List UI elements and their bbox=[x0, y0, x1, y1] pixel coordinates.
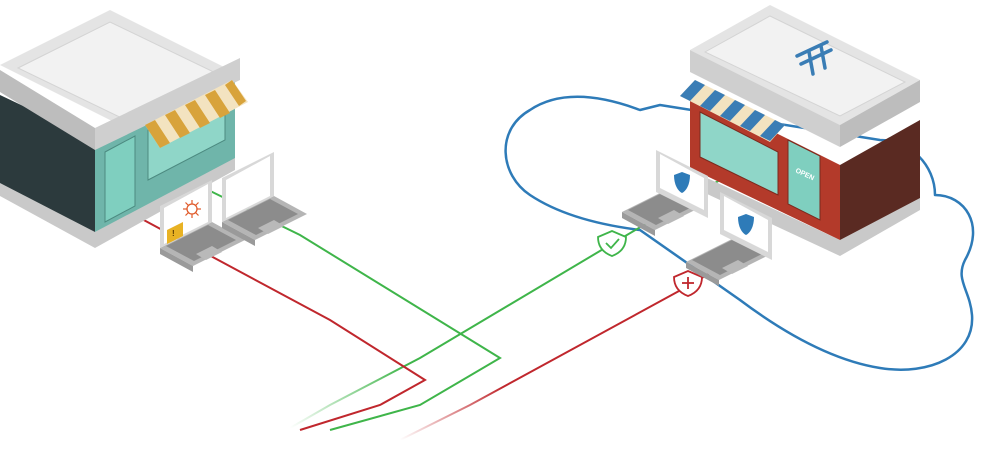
shield-icon bbox=[738, 214, 754, 235]
right-store-door: OPEN bbox=[787, 139, 821, 221]
left-store-awning bbox=[145, 80, 248, 148]
compromised-connection-right bbox=[399, 284, 691, 441]
right-store: OPEN bbox=[680, 5, 920, 256]
compromised-connection-left bbox=[139, 217, 427, 431]
clean-connection-right bbox=[289, 244, 611, 429]
left-store-door bbox=[104, 135, 136, 223]
brand-logo bbox=[795, 40, 833, 76]
right-store-window bbox=[699, 111, 779, 196]
laptop-infected: ! bbox=[160, 180, 245, 272]
svg-text:!: ! bbox=[172, 229, 175, 238]
laptop-protected-1 bbox=[622, 150, 708, 236]
left-store bbox=[0, 10, 248, 248]
laptop-clean-left bbox=[222, 152, 307, 246]
shield-cross-icon bbox=[673, 270, 703, 297]
shield-check-icon bbox=[597, 230, 627, 257]
shield-icon bbox=[674, 172, 690, 193]
cloud-icon bbox=[504, 95, 975, 371]
right-store-awning bbox=[680, 80, 785, 142]
laptop-protected-2 bbox=[686, 192, 772, 286]
virus-icon bbox=[183, 200, 201, 218]
warning-icon: ! bbox=[167, 222, 183, 244]
